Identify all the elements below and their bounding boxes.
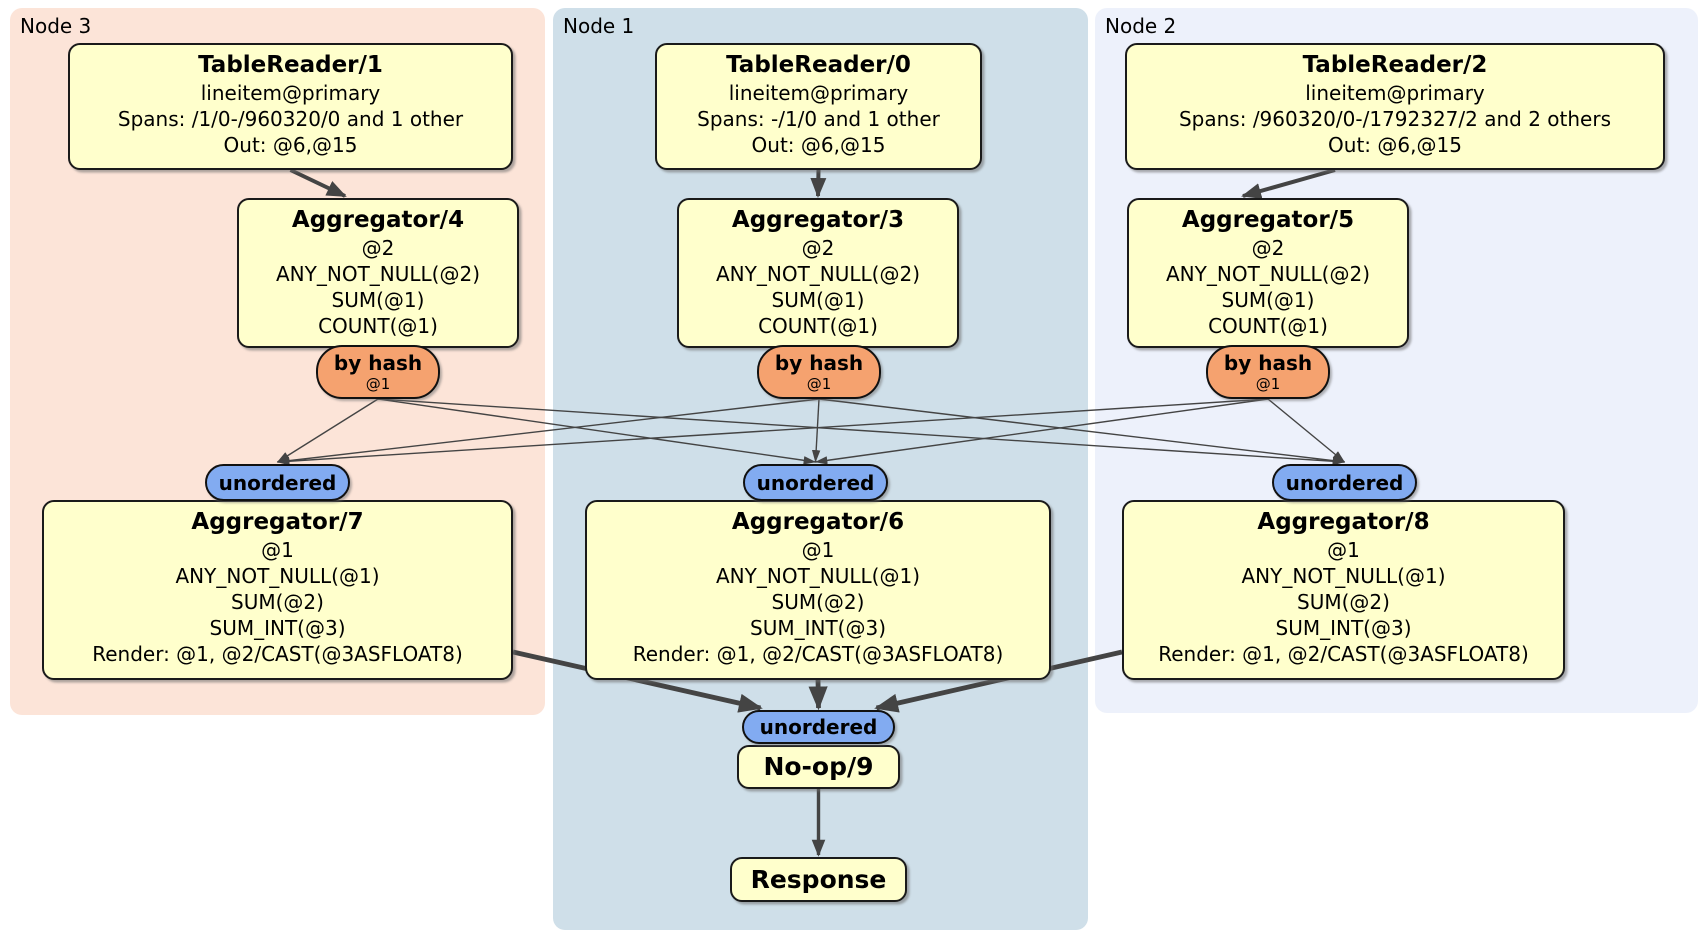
processor-box-aggregator-5: Aggregator/5 @2 ANY_NOT_NULL(@2) SUM(@1)…	[1127, 198, 1409, 348]
processor-title: Aggregator/3	[731, 207, 905, 233]
router-by-hash-3: by hash @1	[757, 345, 881, 399]
processor-detail: ANY_NOT_NULL(@1)	[1241, 564, 1446, 588]
processor-box-tablereader-1: TableReader/1 lineitem@primary Spans: /1…	[68, 43, 513, 170]
processor-detail: SUM_INT(@3)	[209, 616, 346, 640]
router-detail: @1	[1255, 375, 1281, 393]
sync-unordered-7: unordered	[205, 464, 350, 501]
processor-box-aggregator-4: Aggregator/4 @2 ANY_NOT_NULL(@2) SUM(@1)…	[237, 198, 519, 348]
sync-unordered-6: unordered	[743, 464, 888, 501]
processor-detail: Out: @6,@15	[751, 133, 886, 157]
processor-detail: lineitem@primary	[200, 81, 381, 105]
processor-title: Aggregator/7	[191, 509, 364, 535]
processor-title: Response	[750, 864, 887, 894]
processor-detail: Spans: /960320/0-/1792327/2 and 2 others	[1178, 107, 1611, 131]
processor-detail: COUNT(@1)	[758, 314, 878, 338]
processor-detail: @2	[1251, 236, 1285, 260]
processor-detail: @1	[261, 538, 294, 562]
processor-detail: COUNT(@1)	[318, 314, 438, 338]
processor-title: No-op/9	[763, 752, 874, 781]
processor-detail: Render: @1, @2/CAST(@3ASFLOAT8)	[632, 642, 1004, 666]
processor-box-noop-9: No-op/9	[737, 745, 900, 789]
processor-detail: @1	[1327, 538, 1360, 562]
processor-detail: Spans: -/1/0 and 1 other	[697, 107, 940, 131]
processor-detail: SUM(@2)	[1297, 590, 1390, 614]
node-panel-label: Node 2	[1105, 14, 1177, 38]
processor-box-aggregator-7: Aggregator/7 @1 ANY_NOT_NULL(@1) SUM(@2)…	[42, 500, 513, 680]
router-detail: @1	[365, 375, 391, 393]
processor-detail: ANY_NOT_NULL(@1)	[175, 564, 380, 588]
processor-detail: lineitem@primary	[1305, 81, 1485, 105]
processor-title: TableReader/0	[726, 52, 911, 78]
sync-label: unordered	[756, 470, 875, 495]
processor-box-aggregator-8: Aggregator/8 @1 ANY_NOT_NULL(@1) SUM(@2)…	[1122, 500, 1565, 680]
processor-detail: COUNT(@1)	[1208, 314, 1328, 338]
processor-detail: Spans: /1/0-/960320/0 and 1 other	[117, 107, 464, 131]
processor-detail: Render: @1, @2/CAST(@3ASFLOAT8)	[92, 642, 463, 666]
processor-detail: @2	[801, 236, 835, 260]
response-box: Response	[730, 857, 907, 902]
router-label: by hash	[774, 351, 864, 375]
processor-detail: SUM(@1)	[1221, 288, 1315, 312]
processor-detail: ANY_NOT_NULL(@1)	[716, 564, 920, 588]
processor-detail: Render: @1, @2/CAST(@3ASFLOAT8)	[1158, 642, 1529, 666]
processor-box-tablereader-0: TableReader/0 lineitem@primary Spans: -/…	[655, 43, 982, 170]
processor-detail: SUM(@2)	[231, 590, 324, 614]
processor-detail: SUM(@1)	[771, 288, 865, 312]
sync-unordered-8: unordered	[1272, 464, 1417, 501]
processor-detail: Out: @6,@15	[1328, 133, 1462, 157]
processor-title: Aggregator/8	[1257, 509, 1430, 535]
processor-detail: ANY_NOT_NULL(@2)	[1166, 262, 1370, 286]
processor-detail: @1	[801, 538, 835, 562]
router-detail: @1	[806, 375, 832, 393]
processor-title: Aggregator/4	[291, 207, 465, 233]
processor-title: TableReader/1	[198, 52, 383, 78]
node-panel-label: Node 1	[563, 14, 635, 38]
sync-label: unordered	[218, 470, 337, 495]
processor-box-tablereader-2: TableReader/2 lineitem@primary Spans: /9…	[1125, 43, 1665, 170]
processor-detail: lineitem@primary	[728, 81, 909, 105]
processor-title: Aggregator/6	[731, 509, 905, 535]
sync-label: unordered	[759, 715, 878, 739]
processor-detail: @2	[361, 236, 395, 260]
processor-detail: Out: @6,@15	[223, 133, 358, 157]
router-label: by hash	[1223, 351, 1313, 375]
processor-title: TableReader/2	[1302, 52, 1488, 78]
processor-box-aggregator-3: Aggregator/3 @2 ANY_NOT_NULL(@2) SUM(@1)…	[677, 198, 959, 348]
node-panel-label: Node 3	[20, 14, 92, 38]
processor-detail: SUM_INT(@3)	[1275, 616, 1412, 640]
sync-label: unordered	[1285, 470, 1404, 495]
sync-unordered-9: unordered	[742, 710, 895, 744]
processor-detail: SUM(@1)	[331, 288, 425, 312]
router-by-hash-5: by hash @1	[1206, 345, 1330, 399]
processor-detail: SUM_INT(@3)	[750, 616, 886, 640]
processor-title: Aggregator/5	[1181, 207, 1355, 233]
processor-detail: ANY_NOT_NULL(@2)	[716, 262, 920, 286]
router-label: by hash	[333, 351, 423, 375]
router-by-hash-4: by hash @1	[316, 345, 440, 399]
processor-detail: ANY_NOT_NULL(@2)	[276, 262, 480, 286]
processor-box-aggregator-6: Aggregator/6 @1 ANY_NOT_NULL(@1) SUM(@2)…	[585, 500, 1051, 680]
processor-detail: SUM(@2)	[771, 590, 865, 614]
